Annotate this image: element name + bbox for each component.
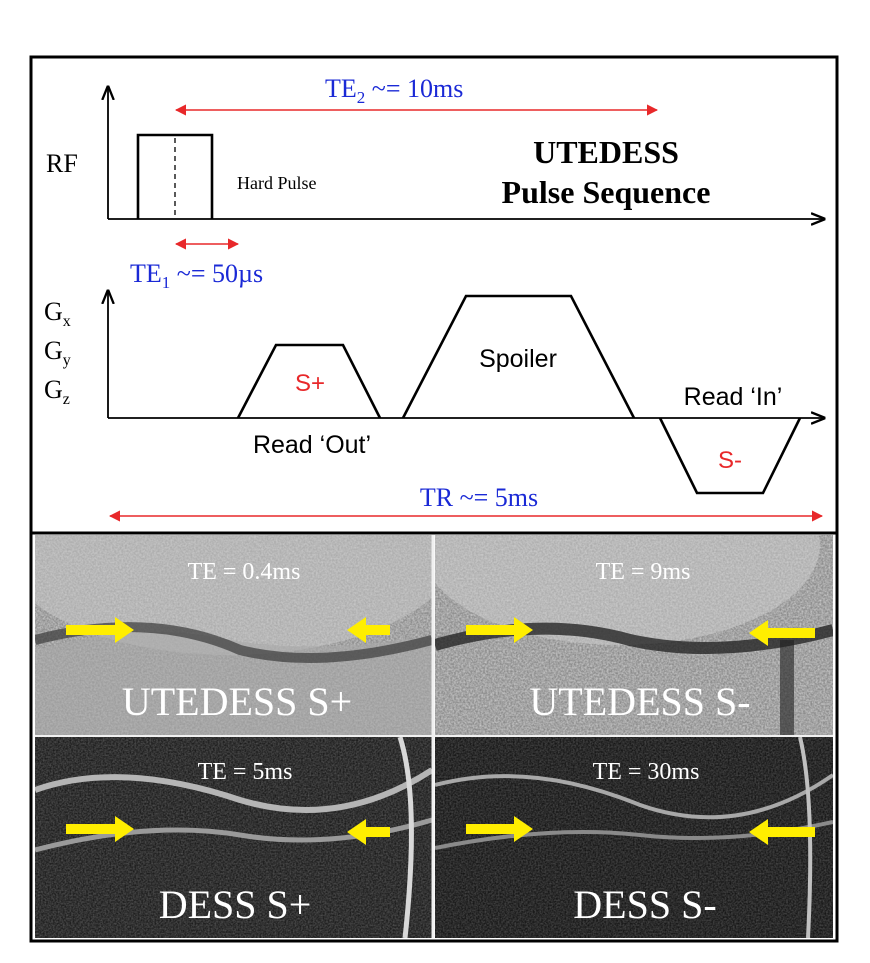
panel3-label: DESS S+ — [159, 882, 312, 927]
yellow-arrows — [66, 617, 815, 845]
panel-utedess-s-minus — [435, 535, 833, 735]
read-in-label: Read ‘In’ — [684, 383, 783, 411]
read-out-lobe — [236, 343, 382, 419]
diagram-title-line2: Pulse Sequence — [502, 174, 711, 210]
te1-label: TE1 ~= 50µs — [130, 259, 263, 292]
diagram-frame — [29, 55, 839, 537]
arrow-right-icon-p1 — [66, 617, 134, 643]
gx-label: Gx — [44, 297, 71, 330]
tr-label: TR ~= 5ms — [420, 483, 538, 512]
panel3-te: TE = 5ms — [198, 759, 293, 785]
diagram-title-line1: UTEDESS — [533, 134, 679, 170]
rf-label: RF — [46, 149, 78, 178]
panel2-te: TE = 9ms — [596, 559, 691, 585]
arrow-left-icon-p2 — [749, 620, 815, 646]
gz-label: Gz — [44, 375, 70, 408]
arrow-right-icon-p2 — [466, 617, 533, 643]
spoiler-label: Spoiler — [479, 345, 557, 373]
hard-pulse-label: Hard Pulse — [237, 173, 317, 193]
panel2-label: UTEDESS S- — [529, 679, 750, 724]
panel1-te: TE = 0.4ms — [188, 559, 301, 585]
panel1-label: UTEDESS S+ — [122, 679, 352, 724]
read-in-lobe — [658, 417, 802, 495]
panel4-label: DESS S- — [573, 882, 716, 927]
read-out-label: Read ‘Out’ — [253, 431, 371, 459]
panel-dess-s-plus — [35, 737, 432, 938]
rf-hard-pulse — [136, 133, 214, 219]
gy-label: Gy — [44, 336, 71, 369]
arrow-left-icon-p3 — [347, 819, 390, 845]
spoiler-lobe — [401, 294, 636, 419]
arrow-right-icon-p3 — [66, 816, 134, 842]
te2-label: TE2 ~= 10ms — [325, 74, 463, 107]
arrow-right-icon-p4 — [466, 816, 533, 842]
arrow-left-icon-p4 — [749, 819, 815, 845]
panel4-te: TE = 30ms — [593, 759, 700, 785]
s-minus-label: S- — [718, 447, 742, 474]
arrow-left-icon-p1 — [347, 617, 390, 643]
s-plus-label: S+ — [295, 370, 325, 397]
